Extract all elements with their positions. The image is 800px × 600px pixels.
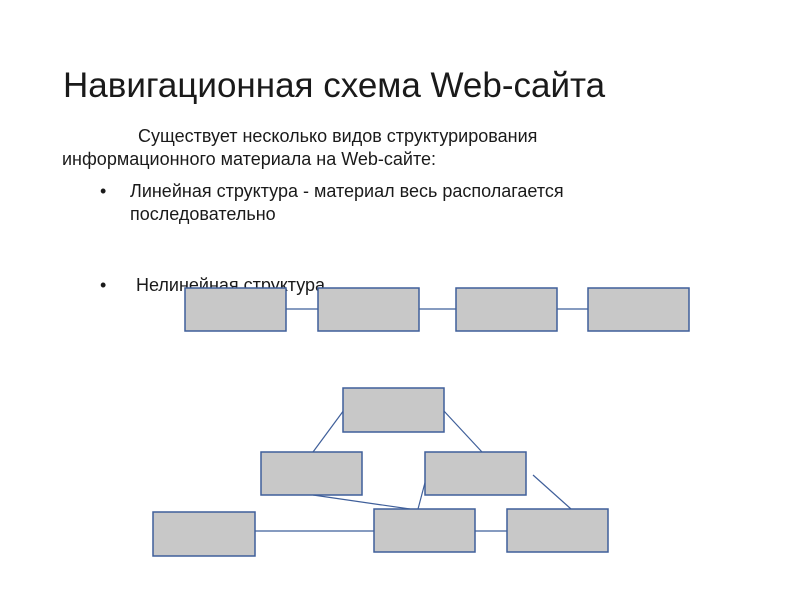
nonlinear-node [152,511,256,557]
bullet-marker: • [100,275,107,295]
nonlinear-connector [442,409,483,453]
nonlinear-node [260,451,363,496]
nonlinear-structure-diagram [152,387,609,557]
nonlinear-connector [312,409,345,453]
linear-structure-diagram [184,287,690,332]
slide-title: Навигационная схема Web-сайта [63,66,606,105]
linear-node [455,287,558,332]
intro-paragraph: Существует несколько видов структурирова… [62,125,750,171]
intro-line-2: информационного материала на Web-сайте: [62,149,437,169]
nonlinear-node [373,508,476,553]
nonlinear-connector [312,494,411,510]
bullet-line-2: последовательно [130,204,276,224]
nonlinear-node [342,387,445,433]
nonlinear-connector [532,474,572,510]
bullet-line-1: Линейная структура - материал весь распо… [130,181,564,201]
linear-node [317,287,420,332]
nonlinear-node [424,451,527,496]
intro-line-1: Существует несколько видов структурирова… [138,126,538,146]
linear-node [587,287,690,332]
bullet-marker: • [100,181,107,201]
linear-node [184,287,287,332]
nonlinear-node [506,508,609,553]
bullet-text: Линейная структура - материал весь распо… [130,180,564,226]
